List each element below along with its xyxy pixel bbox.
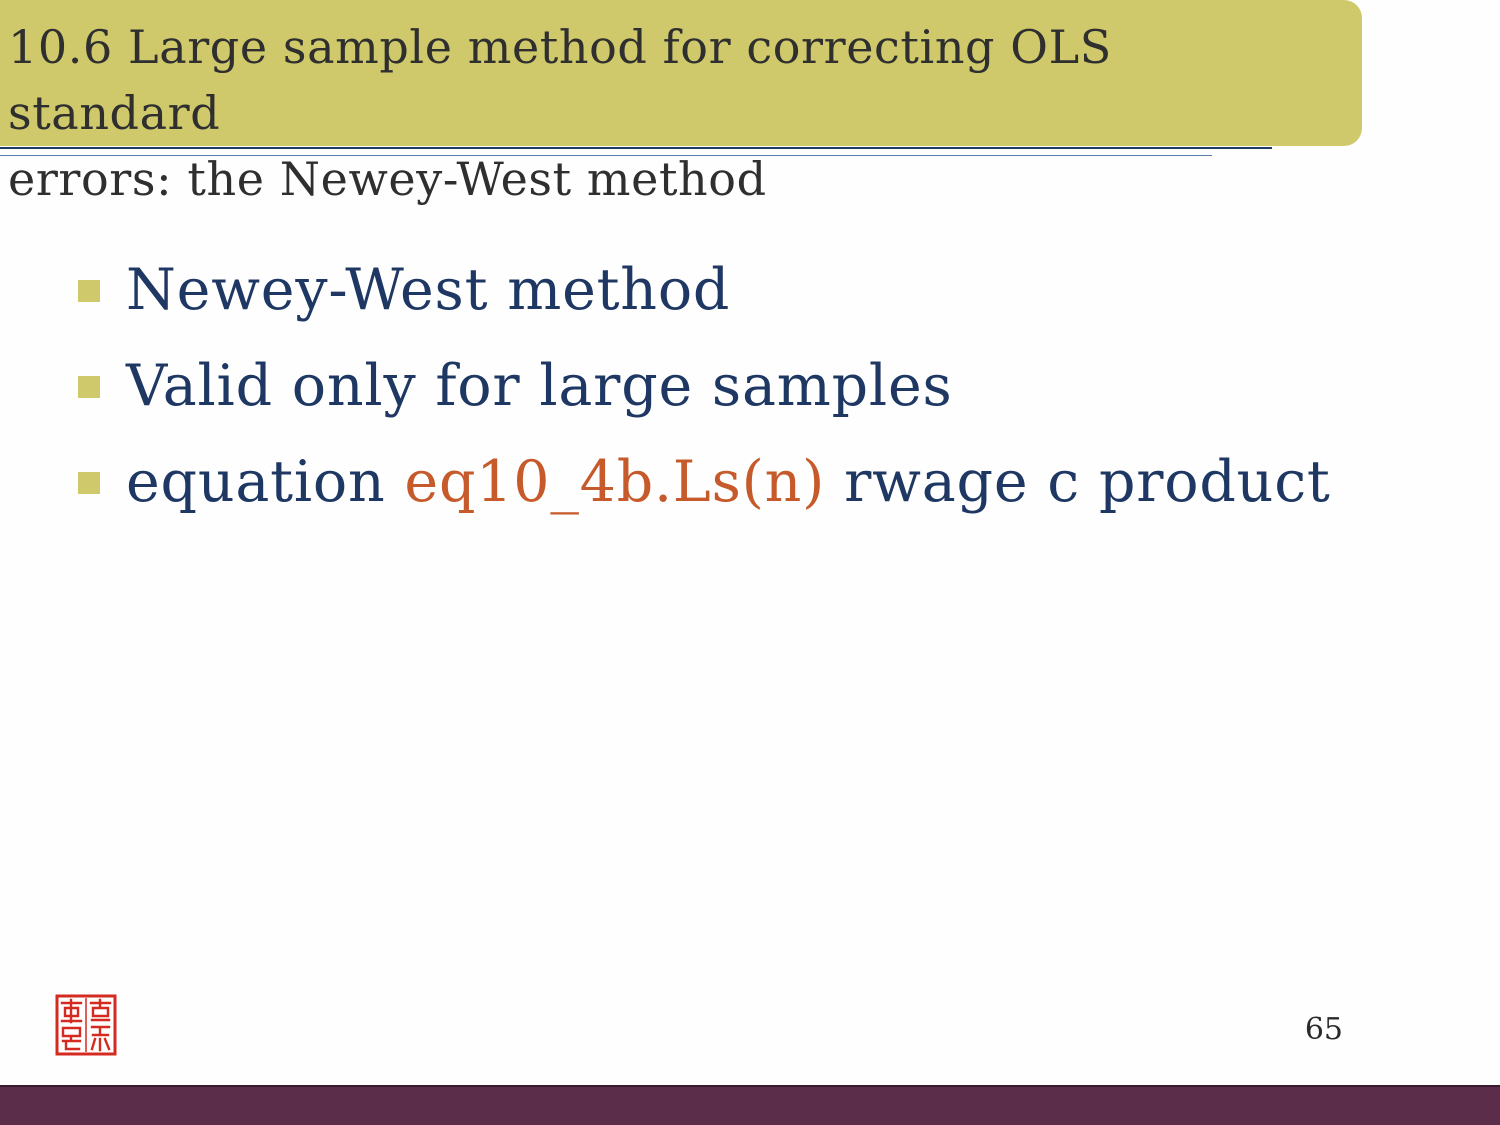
page-number: 65 <box>1304 1012 1343 1047</box>
square-bullet-icon <box>78 376 100 398</box>
bullet-item: Valid only for large samples <box>78 338 1378 434</box>
title-banner: 10.6 Large sample method for correcting … <box>0 0 1362 206</box>
bullet-text-main: Valid only for large samples <box>126 353 953 419</box>
bullet-text: equation eq10_4b.Ls(n) rwage c product <box>126 449 1331 515</box>
square-bullet-icon <box>78 280 100 302</box>
title-underline-rule <box>0 147 1272 149</box>
bullet-text-main: Newey-West method <box>126 257 731 323</box>
bullet-text: Newey-West method <box>126 257 730 323</box>
bullet-item: Newey-West method <box>78 242 1378 338</box>
red-seal-logo-icon <box>55 994 117 1056</box>
footer-bar <box>0 1085 1500 1125</box>
bullet-text: Valid only for large samples <box>126 353 953 419</box>
slide-title: 10.6 Large sample method for correcting … <box>8 20 1112 206</box>
bullet-text-tail: rwage c product <box>825 449 1331 515</box>
bullet-text-main: equation <box>126 449 405 515</box>
bullet-list: Newey-West method Valid only for large s… <box>78 242 1378 530</box>
title-underline-rule-thin <box>0 155 1212 156</box>
bullet-item: equation eq10_4b.Ls(n) rwage c product <box>78 434 1378 530</box>
square-bullet-icon <box>78 472 100 494</box>
bullet-text-accent: eq10_4b.Ls(n) <box>404 449 826 515</box>
